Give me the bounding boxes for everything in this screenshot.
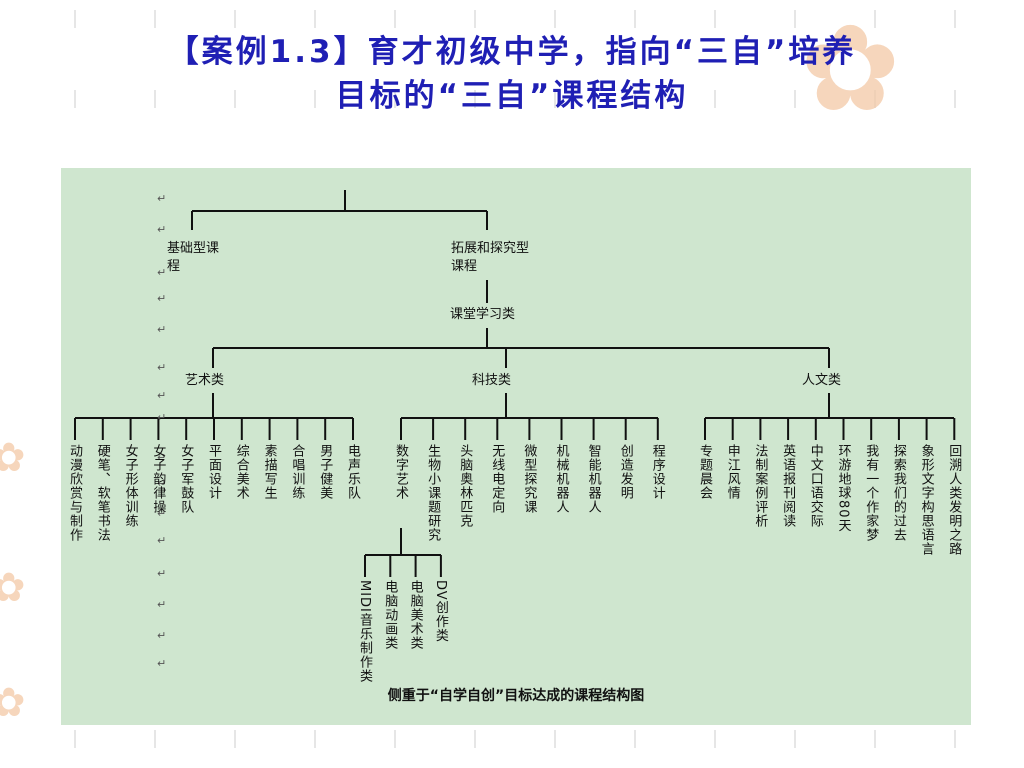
tech-course-item: 智能机器人 [585,444,601,514]
tech-course-item: 无线电定向 [489,444,505,514]
humanities-course-item: 我有一个作家梦 [863,444,879,542]
node-extended-curriculum: 拓展和探究型课程 [451,241,530,274]
node-art-category: 艺术类 [185,373,225,388]
humanities-course-item: 回溯人类发明之路 [946,444,962,556]
paragraph-marker: ↵ [157,657,167,670]
paragraph-marker: ↵ [157,323,167,336]
seal-decoration-3: ✿ [0,680,26,726]
paragraph-marker: ↵ [157,598,167,611]
digital-art-sub-item: MIDI音乐制作类 [357,580,372,683]
art-course-item: 电声乐队 [345,444,360,500]
node-human-category: 人文类 [802,373,842,388]
art-course-item: 男子健美 [317,444,333,500]
paragraph-marker: ↵ [157,361,167,374]
diagram-caption: 侧重于“自学自创”目标达成的课程结构图 [387,688,645,704]
paragraph-marker: ↵ [157,411,167,424]
node-tech-category: 科技类 [472,373,512,388]
paragraph-marker: ↵ [157,507,167,520]
slide-title: 【案例1.3】育才初级中学，指向“三自”培养 目标的“三自”课程结构 [40,30,984,118]
digital-art-sub-item: 电脑动画类 [382,580,398,650]
paragraph-marker: ↵ [157,629,167,642]
paragraph-marker: ↵ [157,534,167,547]
tech-course-item: 创造发明 [617,444,633,500]
tech-course-item: 生物小课题研究 [425,444,441,542]
art-course-item: 综合美术 [233,444,249,500]
paragraph-marker: ↵ [157,389,167,402]
tech-course-item: 数字艺术 [393,444,408,500]
art-course-item: 合唱训练 [289,444,305,500]
paragraph-marker: ↵ [157,292,167,305]
paragraph-marker: ↵ [157,451,167,464]
humanities-course-item: 申江风情 [724,444,740,500]
humanities-course-item: 英语报刊阅读 [780,444,796,528]
tech-course-item: 微型探究课 [521,444,537,514]
seal-decoration-1: ✿ [0,435,26,481]
art-course-item: 女子形体训练 [122,444,138,528]
paragraph-marker: ↵ [157,223,167,236]
diagram-connectors [74,190,956,577]
title-line-2: 目标的“三自”课程结构 [335,78,689,114]
humanities-course-item: 法制案例评析 [752,444,768,528]
humanities-course-item: 象形文字构思语言 [918,444,934,556]
tech-course-item: 机械机器人 [553,444,569,514]
art-course-item: 女子军鼓队 [178,444,194,514]
title-line-1: 【案例1.3】育才初级中学，指向“三自”培养 [167,34,857,70]
paragraph-marker: ↵ [157,266,167,279]
digital-art-sub-item: DV创作类 [432,580,448,643]
art-course-item: 素描写生 [261,444,277,500]
node-basic-curriculum: 基础型课程 [167,241,220,274]
humanities-course-item: 环游地球80天 [835,444,851,533]
tech-course-item: 头脑奥林匹克 [457,444,473,528]
curriculum-diagram: ↵ ↵ ↵ ↵ ↵ ↵ ↵ ↵ ↵ ↵ ↵ ↵ ↵ ↵ ↵ ↵ 基础型课程 拓展和探究型课程 课堂学习类 艺术… [61,168,971,725]
paragraph-marker: ↵ [157,477,167,490]
node-classroom-learning: 课堂学习类 [450,307,516,322]
paragraph-marker: ↵ [157,192,167,205]
paragraph-marker: ↵ [157,567,167,580]
humanities-course-item: 探索我们的过去 [890,444,906,542]
calligraphy-decoration: ✿ [800,0,901,139]
art-course-item: 女子韵律操 [150,444,166,514]
humanities-course-item: 中文口语交际 [807,444,823,528]
art-course-item: 平面设计 [206,444,221,500]
art-course-item: 动漫欣赏与制作 [67,444,82,542]
digital-art-sub-item: 电脑美术类 [407,580,423,650]
art-course-item: 硬笔、软笔书法 [94,444,110,542]
humanities-course-item: 专题晨会 [697,444,712,500]
seal-decoration-2: ✿ [0,565,26,611]
tech-course-item: 程序设计 [649,444,665,500]
